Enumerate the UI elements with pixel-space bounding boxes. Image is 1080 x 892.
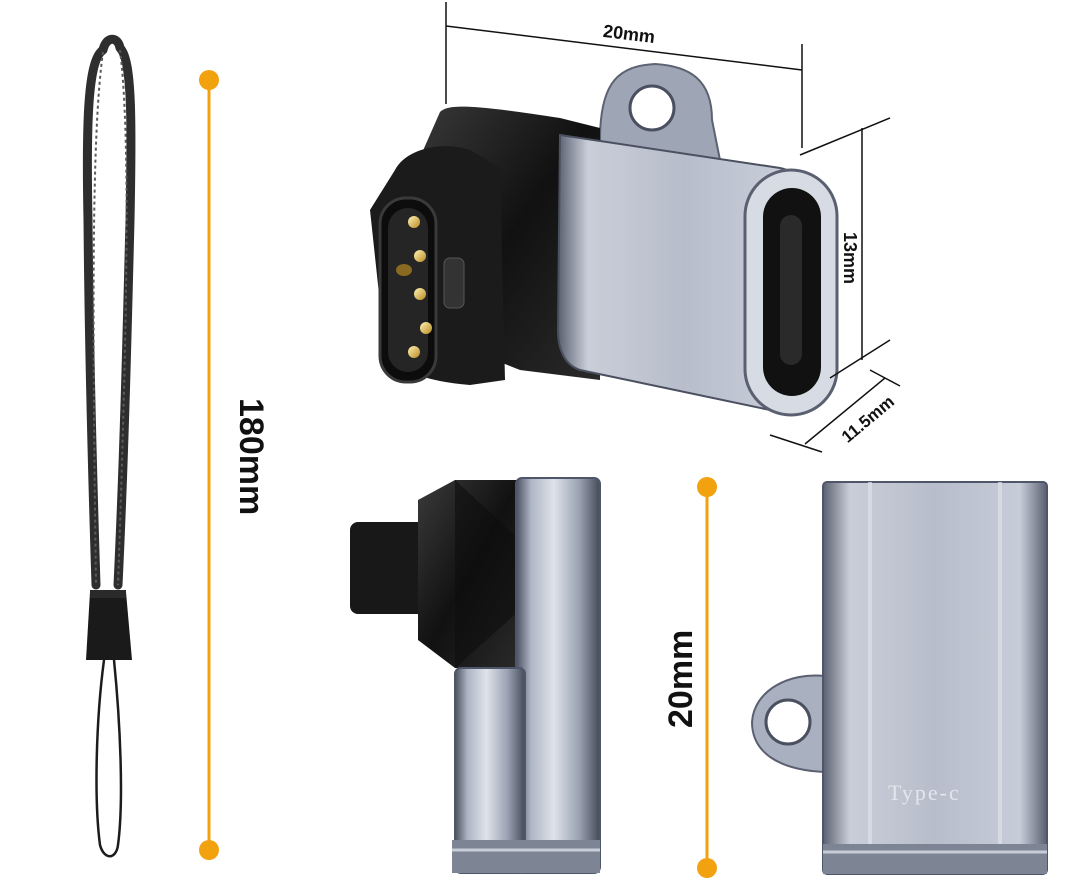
side-height-dimension-line (697, 477, 717, 878)
type-c-engraving: Type-c (888, 780, 961, 805)
width-dimension-line (445, 2, 803, 148)
lanyard-stopper (86, 590, 132, 660)
strap-length-label: 180mm (232, 398, 270, 516)
lanyard-strap (82, 34, 136, 590)
side-height-label: 20mm (662, 629, 700, 728)
lanyard-cord-loop (95, 659, 123, 858)
adapter-perspective-view (370, 62, 839, 417)
height-dimension-label: 13mm (840, 232, 860, 285)
adapter-side-view (350, 477, 601, 874)
height-dimension-line (799, 117, 891, 379)
length-dimension-line (199, 70, 219, 860)
depth-dimension-line (769, 369, 901, 453)
adapter-front-view (750, 481, 1048, 875)
